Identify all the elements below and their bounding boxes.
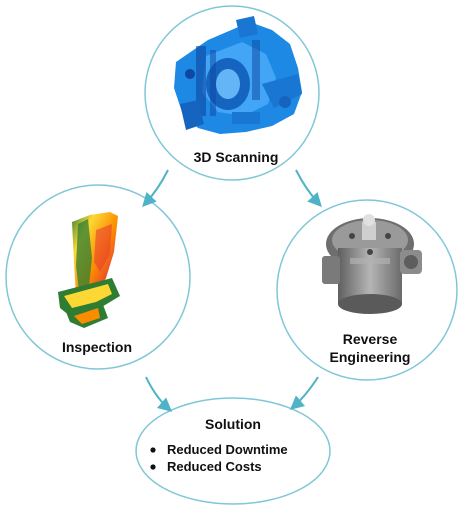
bullet-dot — [150, 447, 156, 453]
solution-bullet-downtime: Reduced Downtime — [167, 442, 288, 457]
solution-title: Solution — [205, 416, 261, 432]
solution-bullet-costs: Reduced Costs — [167, 459, 262, 474]
reverse-label-line1: Reverse — [343, 331, 398, 347]
arrow-scanning-to-reverse — [295, 169, 322, 208]
gray-mechanical-assembly-icon — [322, 214, 422, 314]
arrow-scanning-to-inspection — [142, 169, 169, 208]
scanning-label: 3D Scanning — [194, 149, 279, 165]
inspection-label: Inspection — [62, 339, 132, 355]
arrow-inspection-to-solution — [145, 376, 173, 412]
scanned-turbine-assembly-icon — [174, 16, 302, 134]
arrow-reverse-to-solution — [289, 376, 319, 410]
turbine-blade-heatmap-icon — [58, 212, 120, 328]
solution-ellipse — [135, 397, 331, 505]
bullet-dot — [150, 464, 156, 470]
reverse-label-line2: Engineering — [330, 349, 411, 365]
